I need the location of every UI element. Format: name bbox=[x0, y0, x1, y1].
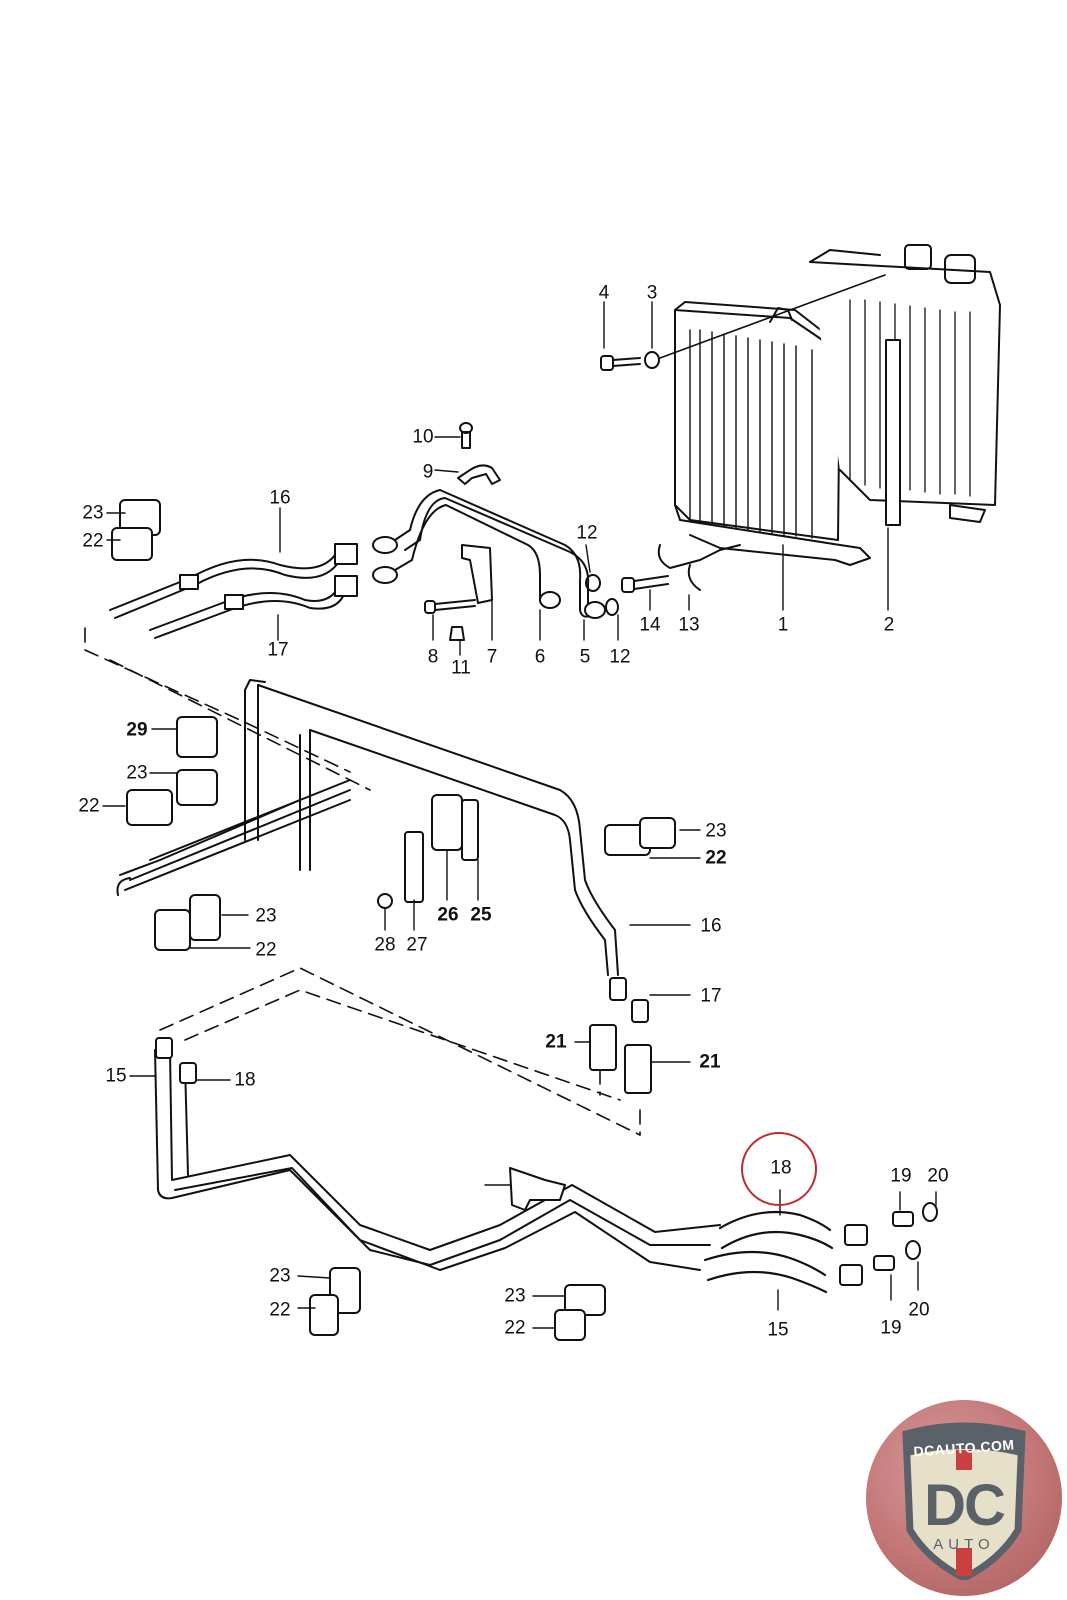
dipstick-rod bbox=[885, 339, 901, 526]
leader-lines bbox=[102, 301, 937, 1329]
callout-13: 13 bbox=[678, 614, 700, 636]
callout-20-upper: 20 bbox=[927, 1165, 949, 1187]
callout-23-b: 23 bbox=[126, 762, 148, 784]
callout-7: 7 bbox=[486, 646, 498, 668]
callout-27: 28 bbox=[374, 934, 396, 956]
callout-4: 4 bbox=[598, 282, 610, 304]
callout-23-a: 23 bbox=[82, 502, 104, 524]
callout-24: 25 bbox=[470, 904, 492, 926]
unions-21 bbox=[589, 977, 652, 1094]
callout-20-lower: 20 bbox=[908, 1299, 930, 1321]
callout-12-upper: 12 bbox=[576, 522, 598, 544]
clamps bbox=[111, 499, 676, 1341]
callout-23-e: 23 bbox=[269, 1265, 291, 1287]
callout-21-right: 21 bbox=[699, 1051, 721, 1073]
callout-11: 11 bbox=[451, 657, 471, 679]
callout-5: 5 bbox=[579, 646, 591, 668]
callout-12-lower: 12 bbox=[609, 646, 631, 668]
callout-1: 1 bbox=[777, 614, 789, 636]
callout-14: 14 bbox=[639, 614, 661, 636]
callout-18-left: 18 bbox=[234, 1069, 256, 1091]
callout-22-b: 22 bbox=[78, 795, 100, 817]
callout-9: 9 bbox=[422, 461, 434, 483]
highlight-circle bbox=[741, 1132, 817, 1206]
callout-21-left: 21 bbox=[545, 1031, 567, 1053]
callout-19-lower: 19 bbox=[880, 1317, 902, 1339]
bolt-4 bbox=[600, 274, 886, 371]
callout-22-f: 22 bbox=[504, 1317, 526, 1339]
callout-22-c: 22 bbox=[255, 939, 277, 961]
bracket-13 bbox=[621, 544, 741, 593]
callout-15-right: 15 bbox=[767, 1319, 789, 1341]
hoses-16-17-upper bbox=[109, 543, 358, 639]
oil-cooler-front bbox=[674, 301, 871, 566]
shield-icon bbox=[902, 1422, 1026, 1580]
callout-23-c: 23 bbox=[255, 905, 277, 927]
callout-17-upper: 17 bbox=[267, 639, 289, 661]
bracket-7 bbox=[424, 422, 501, 641]
lower-pipes bbox=[154, 1037, 721, 1271]
callout-16-upper: 16 bbox=[269, 487, 291, 509]
callout-23-f: 23 bbox=[504, 1285, 526, 1307]
middle-pipes bbox=[116, 679, 619, 976]
dcauto-logo: DCAUTO.COM DC AUTO bbox=[866, 1400, 1062, 1596]
callout-22-d: 22 bbox=[705, 847, 727, 869]
callout-28: 29 bbox=[126, 719, 148, 741]
callout-10: 10 bbox=[412, 426, 434, 448]
callout-3: 3 bbox=[646, 282, 658, 304]
callout-16-lower: 16 bbox=[700, 915, 722, 937]
callout-19-upper: 19 bbox=[890, 1165, 912, 1187]
callout-23-d: 23 bbox=[705, 820, 727, 842]
hoses-15-18-lower bbox=[703, 1202, 938, 1294]
callout-8: 8 bbox=[427, 646, 439, 668]
callout-25: 26 bbox=[437, 904, 459, 926]
callout-26: 27 bbox=[406, 934, 428, 956]
upper-pipes bbox=[372, 489, 619, 619]
callout-6: 6 bbox=[534, 646, 546, 668]
callout-22-a: 22 bbox=[82, 530, 104, 552]
logo-auto-text: AUTO bbox=[933, 1536, 995, 1553]
callout-17-lower: 17 bbox=[700, 985, 722, 1007]
callout-15-left: 15 bbox=[105, 1065, 127, 1087]
logo-dc-mark: DC bbox=[924, 1473, 1006, 1538]
callout-2: 2 bbox=[883, 614, 895, 636]
callout-22-e: 22 bbox=[269, 1299, 291, 1321]
